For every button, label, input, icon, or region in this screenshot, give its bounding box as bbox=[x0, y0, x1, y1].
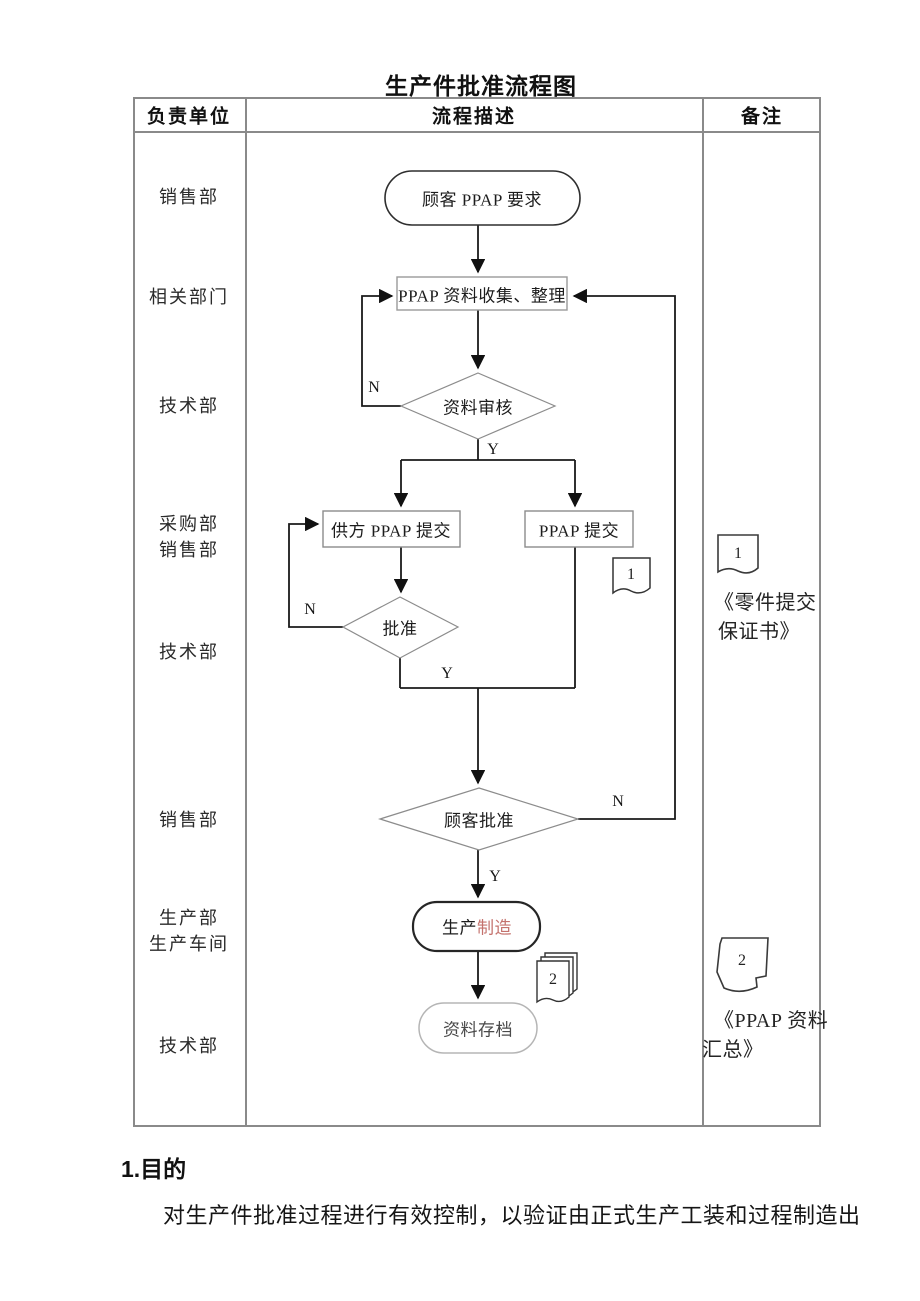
node-submit-label: PPAP 提交 bbox=[538, 521, 620, 541]
dept-sales-line: 销售部 bbox=[159, 540, 219, 560]
node-start-label: 顾客 PPAP 要求 bbox=[422, 190, 542, 210]
node-collect-label: PPAP 资料收集、整理 bbox=[398, 286, 566, 306]
table-column-divider-1 bbox=[245, 97, 247, 1127]
approve-no-label: N bbox=[304, 601, 316, 618]
node-archive-label: 资料存档 bbox=[443, 1020, 513, 1040]
dept-sales-2: 销售部 bbox=[159, 810, 219, 830]
customer-yes-label: Y bbox=[489, 868, 501, 885]
remark-2-line-2: 汇总》 bbox=[702, 1039, 764, 1061]
produce-highlight-text: 制造 bbox=[477, 918, 512, 938]
review-no-label: N bbox=[368, 379, 380, 396]
table-header-divider bbox=[133, 131, 821, 133]
dept-technical-2: 技术部 bbox=[159, 642, 219, 662]
remark-1-line-2: 保证书》 bbox=[718, 621, 800, 643]
remark-document-2-number: 2 bbox=[738, 952, 746, 969]
approve-yes-label: Y bbox=[441, 665, 453, 682]
produce-prefix-text: 生产 bbox=[442, 918, 477, 938]
remark-document-1-number: 1 bbox=[734, 545, 742, 562]
dept-purchasing-sales: 采购部 销售部 bbox=[159, 511, 219, 563]
page-title: 生产件批准流程图 bbox=[385, 74, 577, 99]
flowchart-table-frame bbox=[133, 97, 821, 1127]
dept-production-line: 生产部 bbox=[159, 908, 219, 928]
section-heading: 1.目的 bbox=[121, 1156, 187, 1182]
dept-technical-1: 技术部 bbox=[159, 396, 219, 416]
node-review-label: 资料审核 bbox=[443, 398, 513, 418]
remark-1-line-1: 《零件提交 bbox=[714, 592, 817, 614]
remark-2-line-1: 《PPAP 资料 bbox=[714, 1010, 829, 1032]
dept-production: 生产部 生产车间 bbox=[149, 905, 229, 957]
dept-sales-1: 销售部 bbox=[159, 187, 219, 207]
dept-purchasing-line: 采购部 bbox=[159, 514, 219, 534]
dept-workshop-line: 生产车间 bbox=[149, 934, 229, 954]
flow-document-2-number: 2 bbox=[549, 971, 557, 988]
header-remarks: 备注 bbox=[740, 106, 784, 128]
table-column-divider-2 bbox=[702, 97, 704, 1127]
customer-no-label: N bbox=[612, 793, 624, 810]
node-supplier-submit-label: 供方 PPAP 提交 bbox=[331, 521, 451, 541]
header-process-description: 流程描述 bbox=[431, 106, 517, 128]
review-yes-label: Y bbox=[487, 441, 499, 458]
dept-related: 相关部门 bbox=[149, 287, 229, 307]
node-approve-label: 批准 bbox=[382, 619, 418, 639]
header-responsible-unit: 负责单位 bbox=[146, 106, 232, 128]
dept-technical-3: 技术部 bbox=[159, 1036, 219, 1056]
flow-document-1-number: 1 bbox=[627, 566, 635, 583]
section-paragraph: 对生产件批准过程进行有效控制，以验证由正式生产工装和过程制造出 bbox=[163, 1203, 861, 1228]
node-customer-approve-label: 顾客批准 bbox=[444, 811, 514, 831]
node-produce-label: 生产制造 bbox=[442, 914, 512, 939]
